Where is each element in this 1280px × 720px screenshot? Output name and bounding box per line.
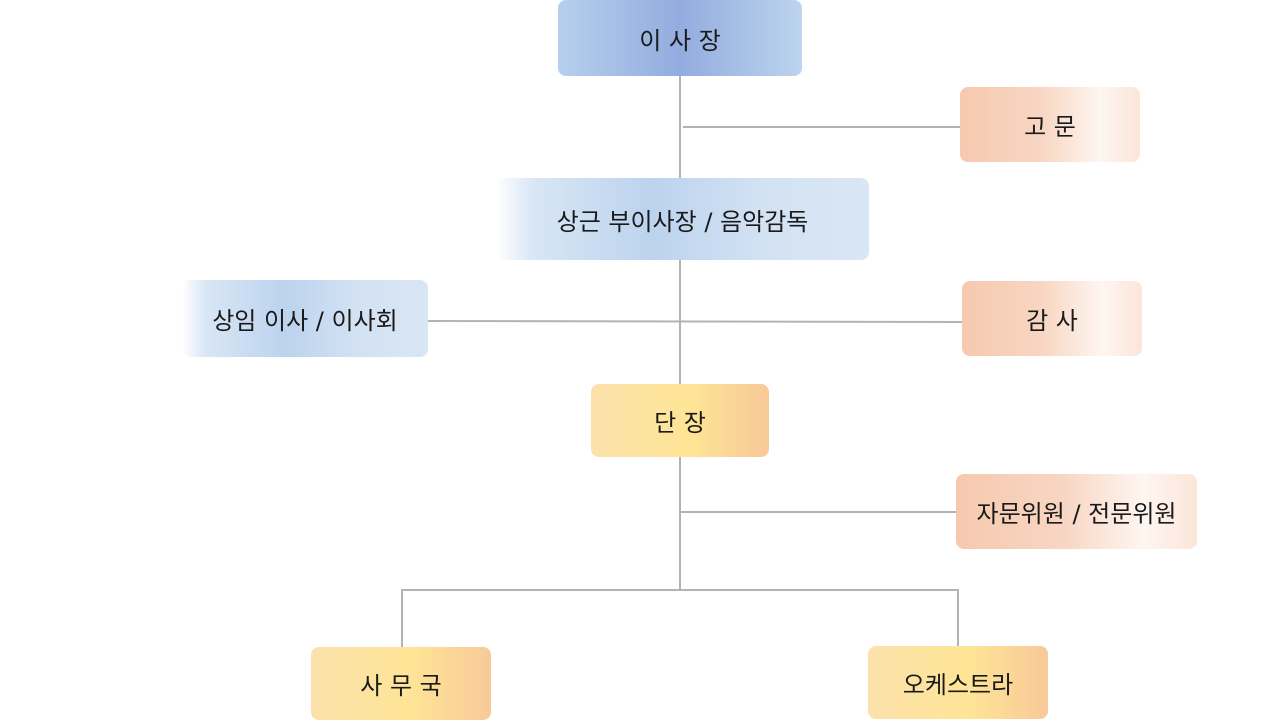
- node-advisor: 고 문: [960, 87, 1140, 162]
- node-standing-directors-label: 상임 이사 / 이사회: [212, 307, 398, 335]
- node-advisor-label: 고 문: [1024, 113, 1076, 141]
- node-orchestra-label: 오케스트라: [902, 671, 1014, 699]
- node-director-label: 단 장: [654, 409, 706, 437]
- node-chairman: 이 사 장: [558, 0, 802, 76]
- node-committee: 자문위원 / 전문위원: [956, 474, 1197, 549]
- node-chairman-label: 이 사 장: [639, 26, 721, 55]
- node-standing-directors: 상임 이사 / 이사회: [182, 280, 428, 357]
- node-orchestra: 오케스트라: [868, 646, 1048, 719]
- node-auditor: 감 사: [962, 281, 1142, 356]
- node-director: 단 장: [591, 384, 769, 457]
- node-committee-label: 자문위원 / 전문위원: [976, 500, 1177, 528]
- node-secretariat-label: 사 무 국: [360, 672, 442, 700]
- node-secretariat: 사 무 국: [311, 647, 491, 720]
- node-vice-chairman: 상근 부이사장 / 음악감독: [496, 178, 869, 260]
- node-vice-chairman-label: 상근 부이사장 / 음악감독: [556, 207, 809, 236]
- connector-directors-auditor: [426, 320, 964, 323]
- node-auditor-label: 감 사: [1026, 307, 1078, 335]
